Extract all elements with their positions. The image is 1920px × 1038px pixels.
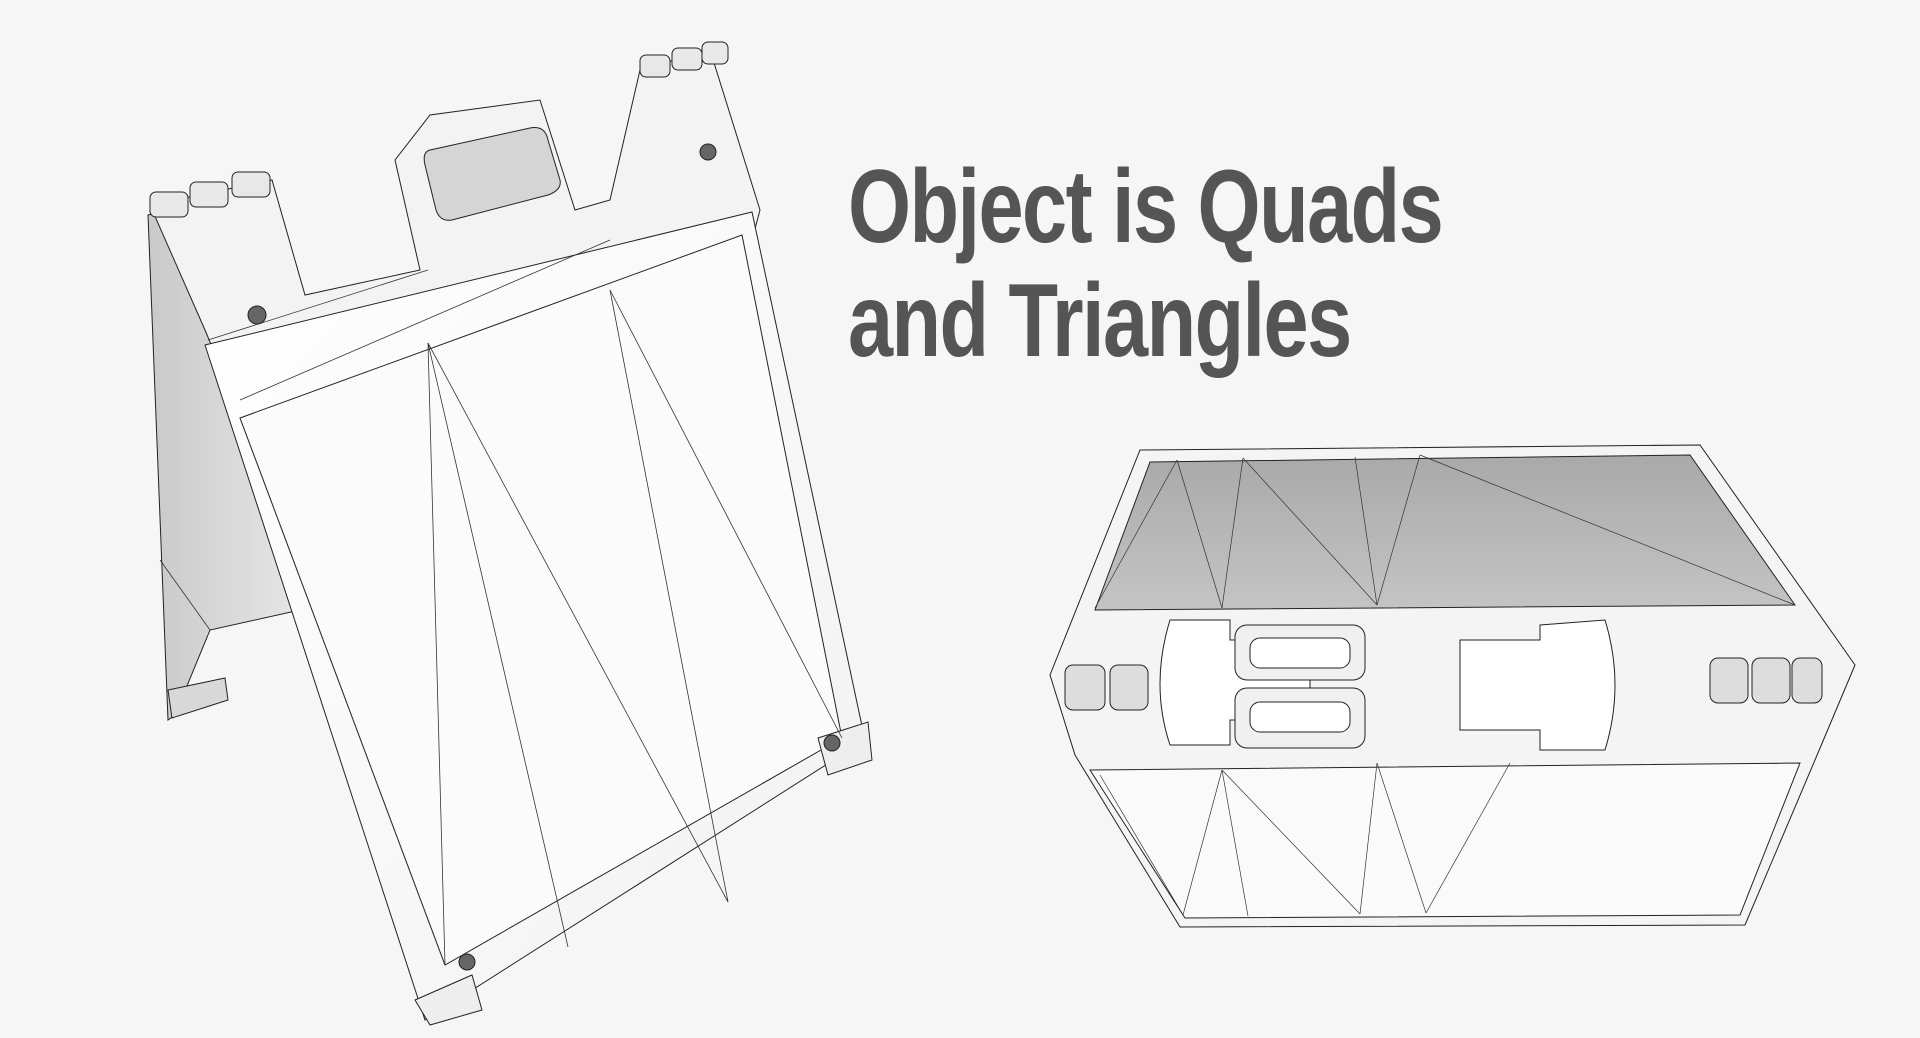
a-frame-sign-top-view-render (1049, 444, 1856, 928)
headline-line-2: and Triangles (848, 263, 1352, 379)
headline-line-1: Object is Quads (848, 149, 1444, 265)
a-frame-sign-perspective-render (147, 41, 873, 1026)
headline: Object is Quads and Triangles (848, 149, 1444, 379)
